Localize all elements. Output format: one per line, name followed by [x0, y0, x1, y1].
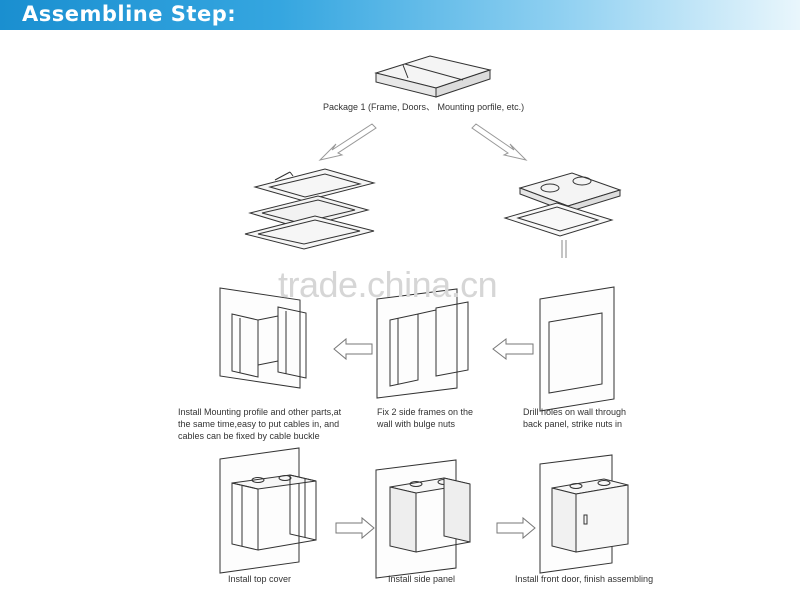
arrow-to-frame-parts [318, 123, 377, 161]
caption-side-panel: Install side panel [388, 574, 456, 584]
exploded-top-cover-parts [503, 172, 622, 258]
cabinet-side-panel [375, 459, 471, 579]
cabinet-top-cover [219, 447, 317, 574]
caption-mounting-profile-1: Install Mounting profile and other parts… [178, 407, 342, 417]
page-title: Assembline Step: [22, 2, 237, 26]
cabinet-front-door [539, 454, 629, 574]
arrow-right-1 [335, 516, 375, 540]
package-box [374, 55, 492, 98]
arrow-left-1 [333, 337, 373, 361]
exploded-frame-parts [244, 168, 376, 250]
wall-back-panel [539, 286, 615, 412]
wall-mounting-profile [219, 287, 307, 389]
caption-top-cover: Install top cover [228, 574, 292, 584]
arrow-to-top-cover-parts [471, 123, 528, 161]
watermark: trade.china.cn [278, 264, 498, 305]
arrow-right-2 [496, 516, 536, 540]
caption-side-frames-2: wall with bulge nuts [377, 419, 456, 429]
caption-package: Package 1 (Frame, Doors、 Mounting porfil… [323, 102, 525, 112]
wall-side-frames [376, 288, 469, 399]
caption-mounting-profile-2: the same time,easy to put cables in, and [178, 419, 340, 429]
caption-front-door: Install front door, finish assembling [515, 574, 654, 584]
arrow-left-2 [492, 337, 534, 361]
caption-drill-holes-2: back panel, strike nuts in [523, 419, 623, 429]
header-banner: Assembline Step: [0, 0, 800, 30]
caption-mounting-profile-3: cables can be fixed by cable buckle [178, 431, 320, 441]
caption-drill-holes-1: Drill holes on wall through [523, 407, 627, 417]
caption-side-frames-1: Fix 2 side frames on the [377, 407, 474, 417]
